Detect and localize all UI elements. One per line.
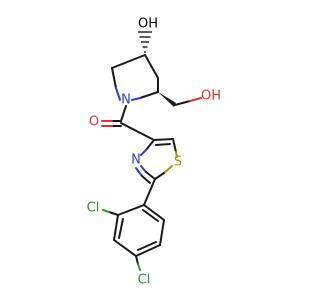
wedge-bond-c2-ch2	[158, 92, 176, 107]
bond-n3-c2-b	[145, 171, 156, 180]
bond-c5-n1-a	[111, 67, 117, 89]
bond-b3-b4	[113, 239, 137, 257]
hash-bond-c4-oh	[138, 31, 152, 53]
bond-n-carbonyl	[120, 105, 127, 122]
bond-b2-cl-b	[102, 209, 110, 213]
molecule-diagram: OH OH N O N S Cl Cl	[87, 17, 221, 288]
bond-s-c2-b	[154, 172, 165, 180]
bond-c2-n1-b	[131, 97, 141, 101]
atom-carbonyl-o: O	[89, 115, 99, 130]
bond-c4-c5	[111, 54, 146, 69]
bond-b4-cl-b	[137, 263, 141, 271]
bond-c4-n3-b	[140, 149, 147, 156]
bond-ch2-o-a	[174, 100, 191, 106]
bond-c5-s-b	[175, 151, 178, 158]
structure-svg: OH OH N O N S Cl Cl	[87, 17, 221, 288]
bond-c4-n3-a	[145, 139, 155, 151]
bond-b6-b1-dbl	[142, 209, 159, 222]
bond-carbonyl-c4	[120, 122, 155, 141]
bond-n3-c2-dbl-a	[135, 167, 143, 177]
atom-ring-n: N	[121, 93, 131, 108]
bond-b1-b2	[117, 204, 145, 216]
atom-cl-para: Cl	[138, 273, 151, 288]
atom-thiazole-n: N	[131, 153, 141, 168]
bond-c4-c3	[144, 54, 159, 79]
bond-c4-c5-thz	[153, 138, 174, 141]
bond-c5-s-a	[172, 138, 177, 153]
bond-b4-cl-a	[135, 255, 139, 265]
atom-side-oh: OH	[201, 89, 221, 104]
bond-b2-b3-dbl	[118, 218, 124, 239]
atom-cl-ortho: Cl	[87, 201, 100, 216]
bond-s-c2-a	[163, 165, 173, 174]
bond-b4-b5-dbl	[137, 241, 157, 251]
bond-b5-b6	[159, 219, 165, 246]
bond-c5-n1-b	[115, 87, 121, 101]
bond-b2-b3	[113, 214, 119, 241]
atom-thiazole-s: S	[174, 155, 182, 170]
bond-n3-c2-a	[140, 165, 147, 173]
bond-b4-b5	[135, 244, 161, 257]
bond-n3-c2-dbl-b	[141, 175, 151, 184]
bond-b6-b1	[143, 204, 165, 221]
bond-b2-cl-a	[108, 211, 119, 216]
bond-ch2-o-b	[189, 97, 202, 102]
bond-c2-n1-a	[139, 91, 159, 99]
bond-thz-phenyl	[143, 178, 156, 206]
atom-ring-oh: OH	[138, 17, 158, 32]
bond-c4-c5-thz-dbl	[155, 143, 171, 146]
